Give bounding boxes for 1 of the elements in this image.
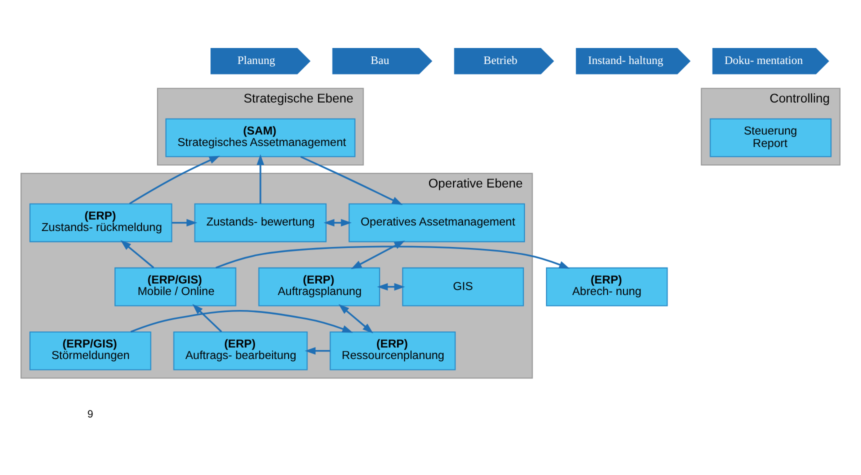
label: 9 xyxy=(87,409,94,420)
